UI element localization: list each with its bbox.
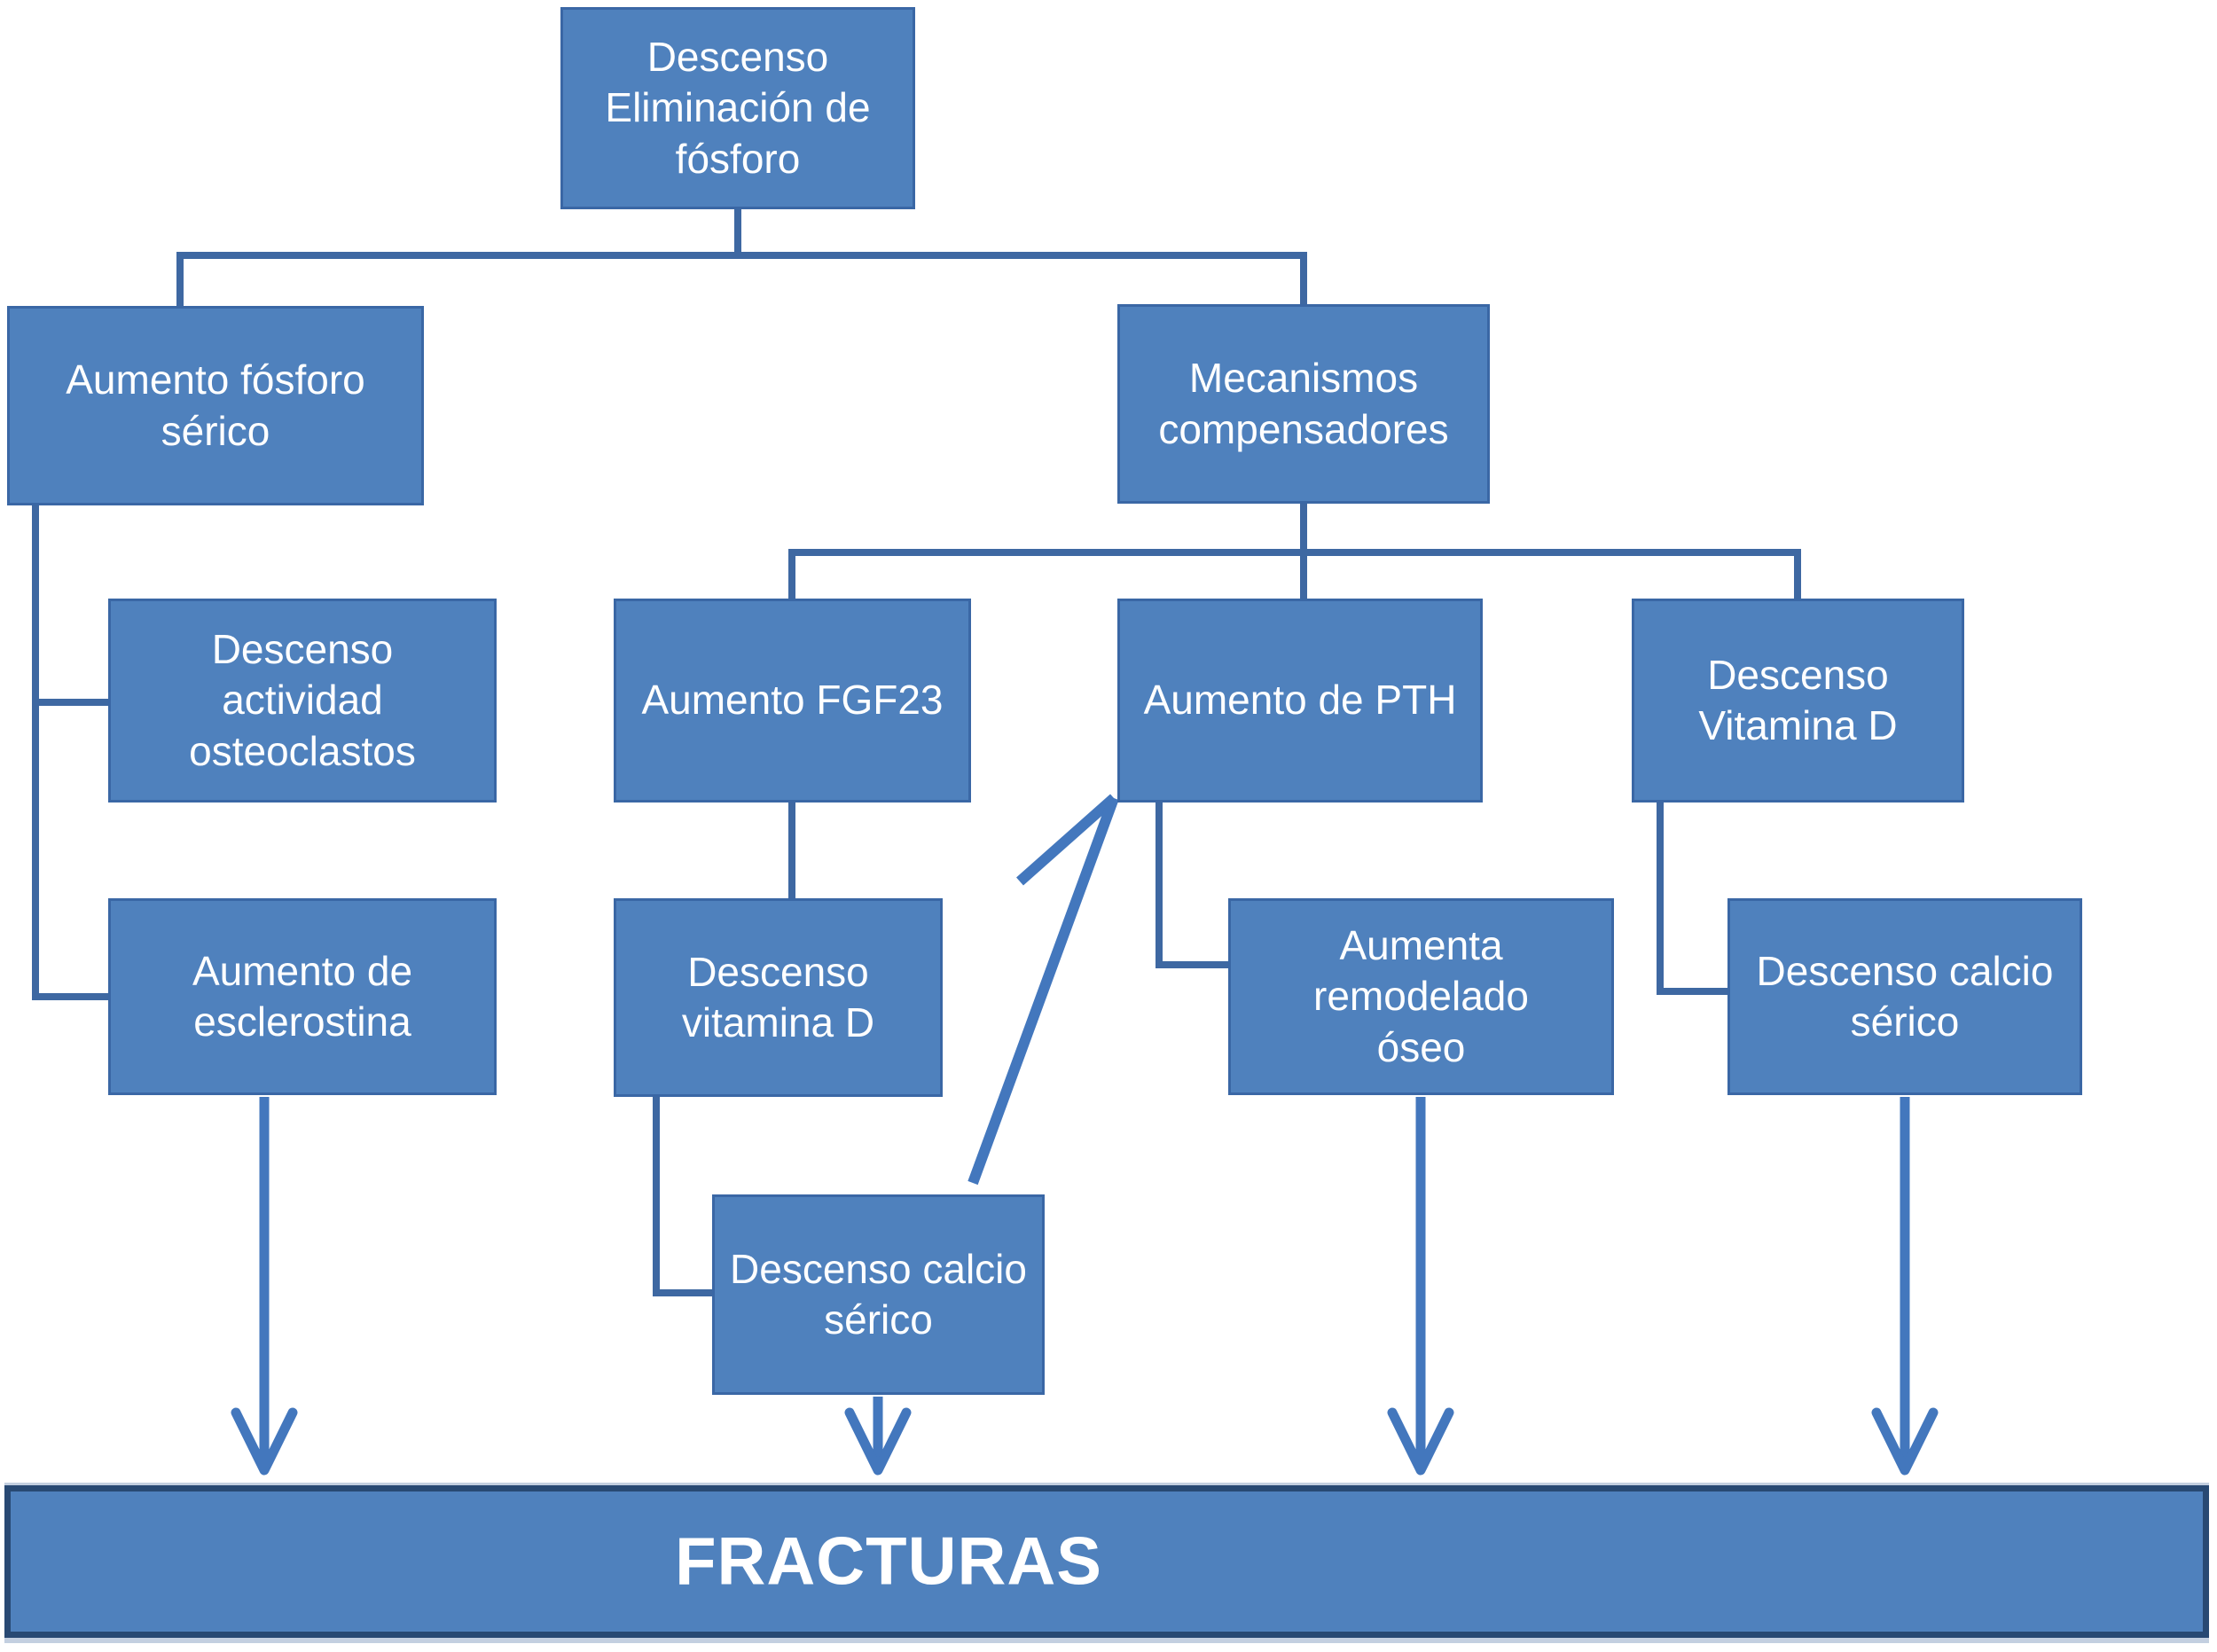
node-descenso-calcio-serico-vitd: Descenso calcio sérico [1727, 898, 2082, 1095]
node-descenso-calcio-serico-fgf23: Descenso calcio sérico [712, 1194, 1045, 1395]
arrow-esclerostina-head [231, 1407, 298, 1476]
node-aumento-pth: Aumento de PTH [1117, 599, 1483, 803]
arrow-calcio-vitd-head [1871, 1407, 1939, 1476]
edge-vitdfgf-to-pth-diagonal [1016, 794, 1117, 886]
node-descenso-vitamina-d-fgf23: Descenso vitamina D [614, 898, 943, 1097]
node-mecanismos-compensadores: Mecanismos compensadores [1117, 304, 1490, 504]
node-aumento-fgf23: Aumento FGF23 [614, 599, 971, 803]
node-aumenta-remodelado-oseo: Aumenta remodelado óseo [1228, 898, 1614, 1095]
node-fracturas-bar: FRACTURAS [4, 1485, 2209, 1638]
arrow-calcio-fgf-head [844, 1407, 912, 1476]
node-descenso-actividad-osteoclastos: Descenso actividad osteoclastos [108, 599, 497, 803]
arrow-remodelado-head [1387, 1407, 1454, 1476]
edge-calcio-to-pth-diagonal [967, 795, 1119, 1186]
node-descenso-vitamina-d-compensador: Descenso Vitamina D [1632, 599, 1964, 803]
node-aumento-esclerostina: Aumento de esclerostina [108, 898, 497, 1095]
fracturas-label: FRACTURAS [675, 1523, 1102, 1600]
node-descenso-eliminacion-fosforo: Descenso Eliminación de fósforo [560, 7, 915, 209]
node-aumento-fosforo-serico: Aumento fósforo sérico [7, 306, 424, 505]
